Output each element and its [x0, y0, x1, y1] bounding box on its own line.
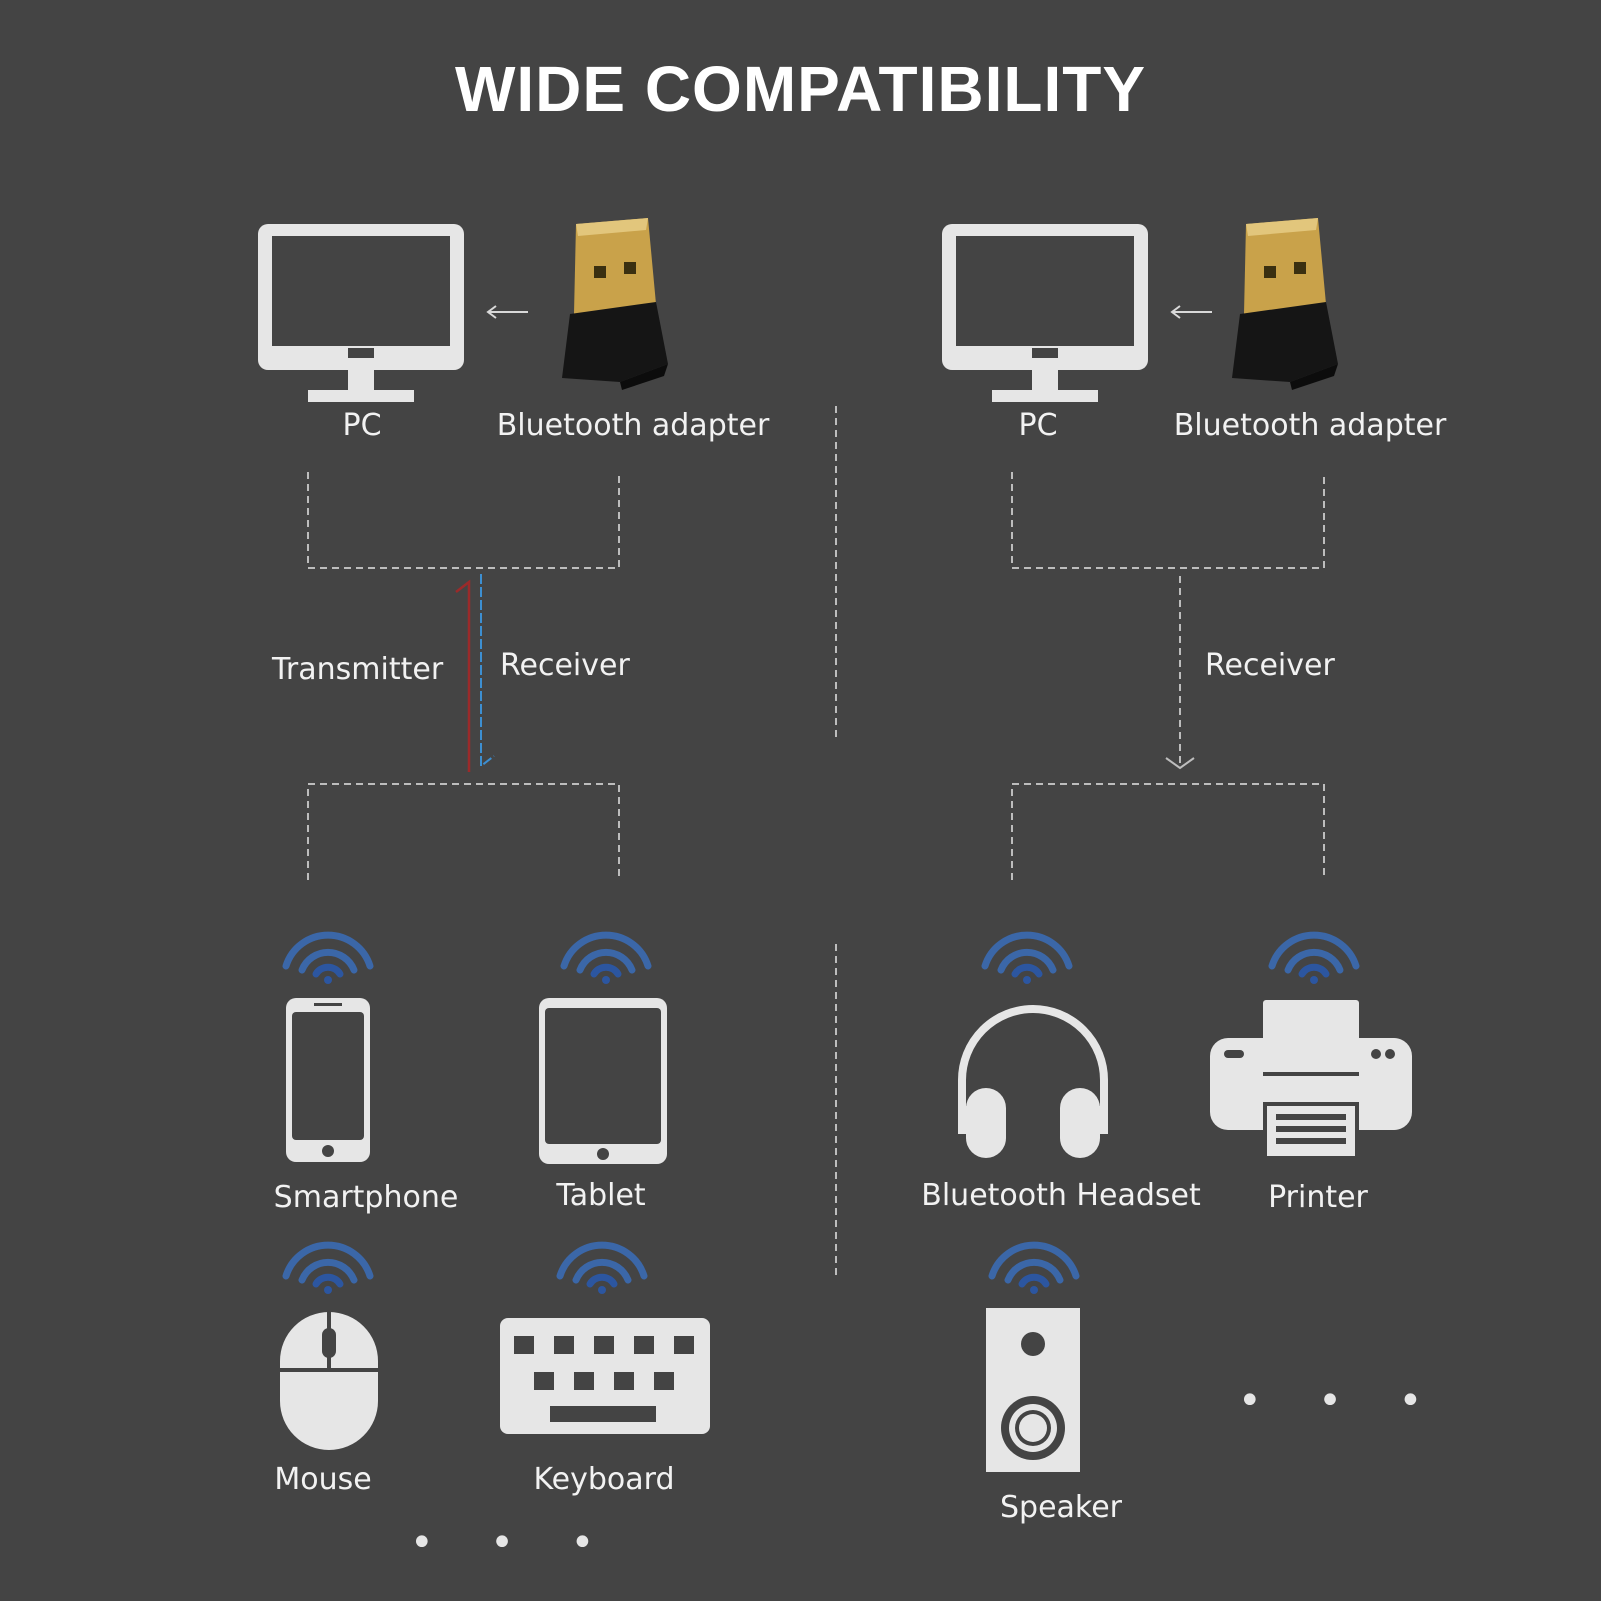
right-receiver-arrowhead: [1165, 757, 1195, 770]
signal-icon: [282, 1240, 374, 1296]
transmitter-arrow: [455, 579, 471, 772]
signal-icon: [560, 930, 652, 986]
left-adapter-arrow: [486, 305, 528, 319]
right-receiver-label: Receiver: [1205, 648, 1335, 683]
speaker-label: Speaker: [999, 1490, 1123, 1525]
usb-adapter-icon: [1232, 218, 1338, 390]
right-bottom-bracket: [1011, 783, 1325, 880]
receiver-arrow: [480, 574, 495, 769]
monitor-icon: [942, 224, 1148, 402]
right-adapter-arrow: [1170, 305, 1212, 319]
more-devices-right: • • •: [1238, 1378, 1445, 1424]
mouse-label: Mouse: [274, 1462, 372, 1497]
headset-label: Bluetooth Headset: [921, 1178, 1201, 1213]
headset-icon: [958, 1005, 1108, 1158]
keyboard-icon: [500, 1318, 710, 1434]
mouse-icon: [280, 1312, 378, 1450]
monitor-icon: [258, 224, 464, 402]
right-top-bracket: [1011, 472, 1325, 569]
smartphone-icon: [286, 998, 370, 1162]
more-devices-left: • • •: [410, 1520, 617, 1566]
left-adapter-label: Bluetooth adapter: [496, 408, 770, 443]
smartphone-label: Smartphone: [273, 1180, 459, 1215]
tablet-icon: [539, 998, 667, 1164]
signal-icon: [282, 930, 374, 986]
signal-icon: [981, 930, 1073, 986]
signal-icon: [556, 1240, 648, 1296]
right-pc-label: PC: [1018, 408, 1058, 443]
page-title: WIDE COMPATIBILITY: [454, 53, 1147, 125]
speaker-icon: [986, 1308, 1080, 1472]
left-bottom-bracket: [307, 783, 620, 880]
printer-label: Printer: [1268, 1180, 1368, 1215]
printer-icon: [1210, 1000, 1412, 1158]
left-receiver-label: Receiver: [500, 648, 630, 683]
tablet-label: Tablet: [556, 1178, 646, 1213]
signal-icon: [988, 1240, 1080, 1296]
keyboard-label: Keyboard: [533, 1462, 675, 1497]
right-adapter-label: Bluetooth adapter: [1173, 408, 1447, 443]
transmitter-label: Transmitter: [272, 652, 444, 687]
left-top-bracket: [307, 472, 620, 569]
usb-adapter-icon: [562, 218, 668, 390]
signal-icon: [1268, 930, 1360, 986]
left-pc-label: PC: [342, 408, 382, 443]
